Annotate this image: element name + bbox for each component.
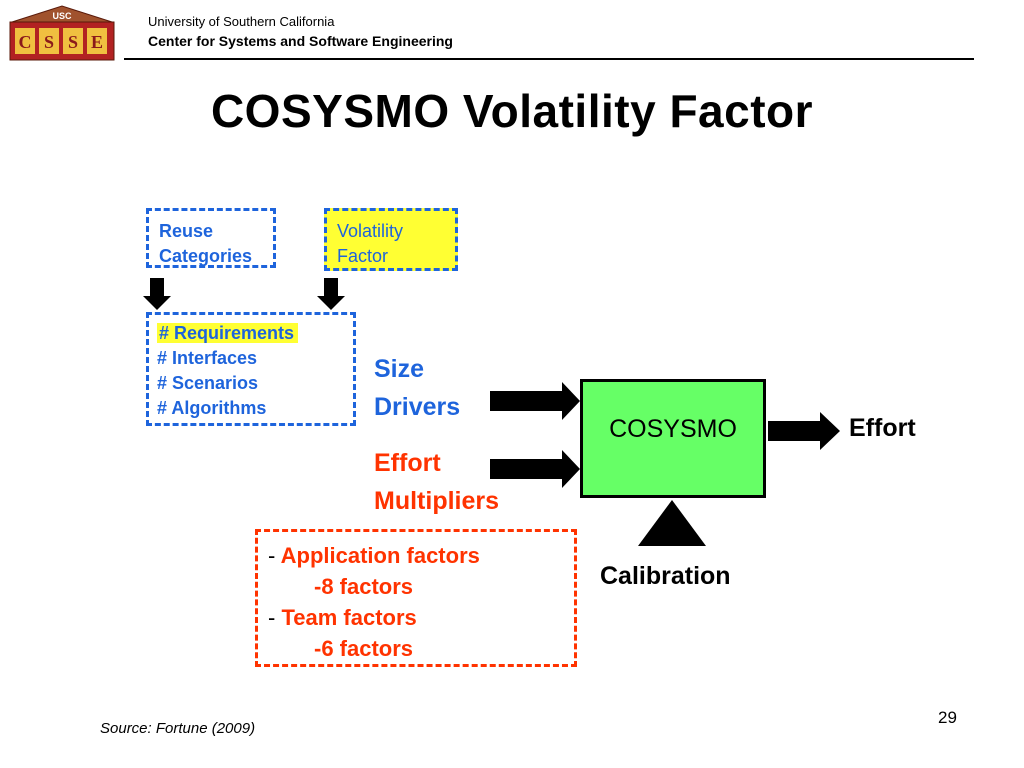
- size-item-interfaces: # Interfaces: [157, 348, 258, 368]
- right-arrow-effort-multipliers: [490, 450, 580, 488]
- right-arrow-effort-output: [768, 412, 840, 450]
- calibration-triangle: [638, 500, 706, 546]
- down-arrow-reuse: [143, 278, 171, 310]
- logo-usc-text: USC: [52, 11, 72, 21]
- header-rule: [124, 58, 974, 60]
- size-drivers-line2: Drivers: [374, 393, 461, 421]
- bullet-dash: -: [268, 543, 276, 568]
- usc-csse-logo: USC C S S E: [6, 4, 118, 64]
- volatility-line1: Volatility: [337, 221, 404, 241]
- down-arrow-volatility: [317, 278, 345, 310]
- application-factors-text: Application factors: [280, 543, 480, 568]
- team-factors-text: Team factors: [281, 605, 417, 630]
- effort-multipliers-line2: Multipliers: [374, 487, 500, 515]
- university-name: University of Southern California: [148, 14, 335, 29]
- team-factors-count: -6 factors: [314, 636, 414, 661]
- logo-letter: S: [68, 32, 78, 52]
- size-item-scenarios: # Scenarios: [157, 373, 259, 393]
- size-item-algorithms: # Algorithms: [157, 398, 267, 418]
- center-name: Center for Systems and Software Engineer…: [148, 33, 453, 49]
- calibration-label: Calibration: [600, 562, 731, 590]
- reuse-line2: Categories: [159, 246, 253, 266]
- application-factors-line: - Application factors: [268, 540, 574, 571]
- cosysmo-model-box: COSYSMO: [580, 379, 766, 498]
- right-arrow-size-drivers: [490, 382, 580, 420]
- size-drivers-label: Size Drivers: [374, 350, 460, 426]
- requirements-highlight: # Requirements: [157, 323, 299, 343]
- application-factors-count: -8 factors: [314, 574, 414, 599]
- source-citation: Source: Fortune (2009): [100, 720, 256, 737]
- logo-letter: E: [91, 32, 103, 52]
- reuse-line1: Reuse: [159, 221, 214, 241]
- team-factors-line: - Team factors: [268, 602, 574, 633]
- volatility-factor-box: Volatility Factor: [324, 208, 458, 271]
- logo-letter: S: [44, 32, 54, 52]
- cosysmo-label: COSYSMO: [609, 415, 737, 443]
- effort-multipliers-line1: Effort: [374, 449, 441, 477]
- reuse-categories-box: Reuse Categories: [146, 208, 276, 268]
- volatility-line2: Factor: [337, 246, 389, 266]
- effort-output-label: Effort: [849, 414, 916, 442]
- page-number: 29: [938, 708, 957, 727]
- size-drivers-line1: Size: [374, 355, 425, 383]
- logo-letter: C: [19, 32, 32, 52]
- slide-title: COSYSMO Volatility Factor: [210, 85, 814, 137]
- size-item-requirements: # Requirements: [157, 321, 353, 346]
- effort-multipliers-label: Effort Multipliers: [374, 444, 499, 520]
- bullet-dash: -: [268, 605, 276, 630]
- factors-box: - Application factors -8 factors - Team …: [255, 529, 577, 667]
- size-inputs-box: # Requirements # Interfaces # Scenarios …: [146, 312, 356, 426]
